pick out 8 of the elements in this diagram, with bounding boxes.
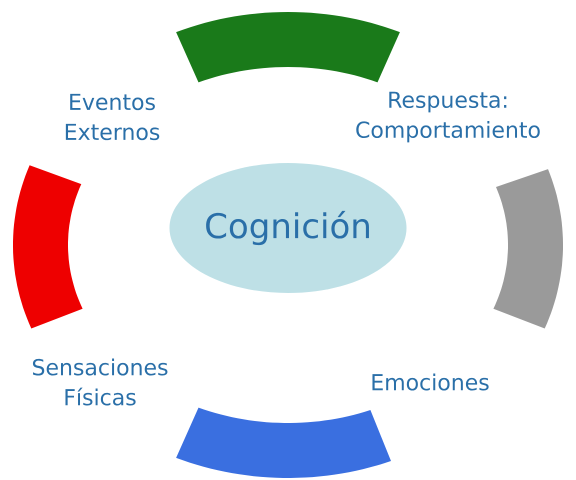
arc-segment bbox=[176, 12, 400, 82]
arc-segment bbox=[176, 408, 391, 478]
label-text: Respuesta: Comportamiento bbox=[356, 92, 540, 142]
label-text: Eventos Externos bbox=[66, 94, 160, 140]
label-text: Emociones bbox=[372, 374, 489, 391]
arc-segment bbox=[13, 165, 83, 328]
arc-segment bbox=[493, 169, 563, 328]
label-text: Sensaciones Físicas bbox=[32, 358, 168, 406]
